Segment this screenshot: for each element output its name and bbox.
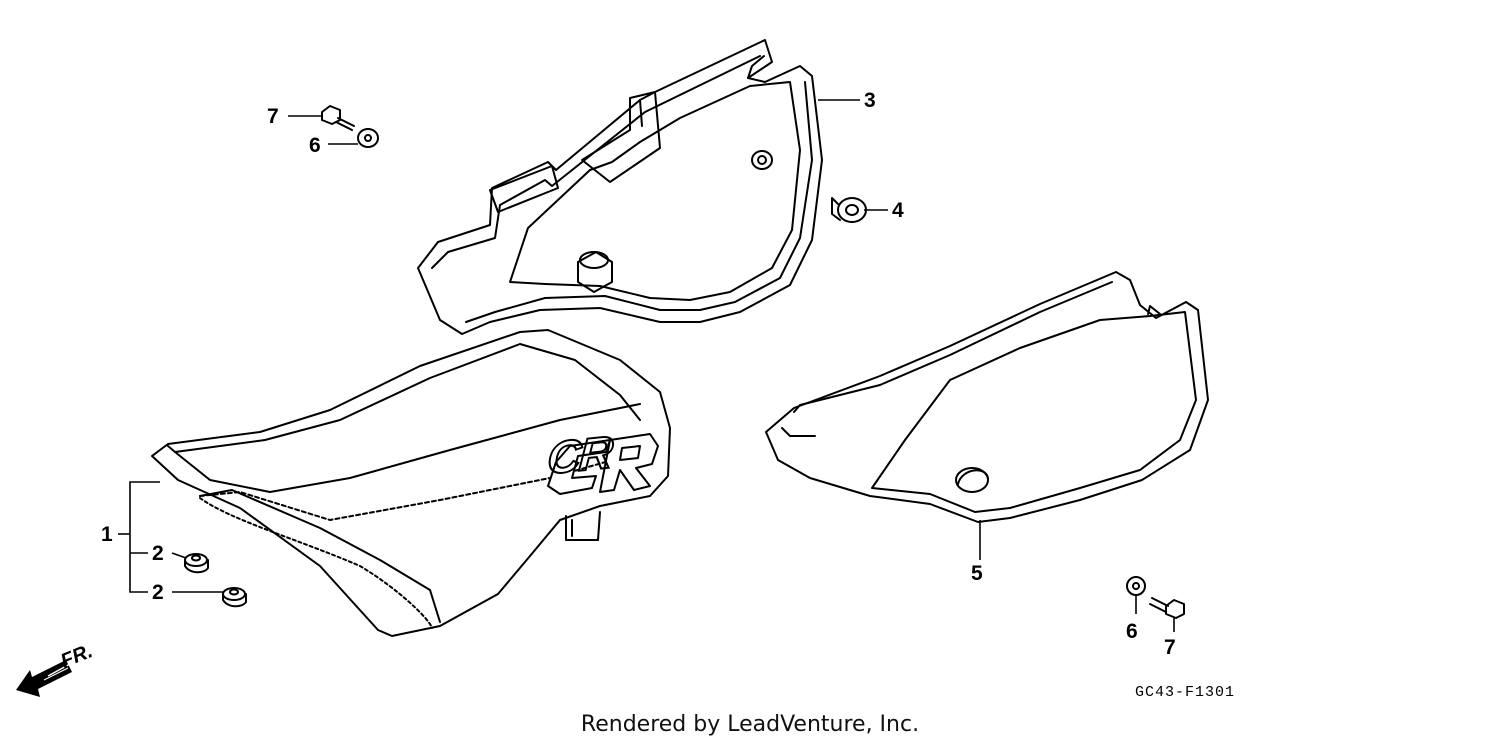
side-cover-right[interactable] bbox=[417, 39, 823, 335]
callout-2-lower: 2 bbox=[152, 581, 164, 604]
front-direction-arrow-icon bbox=[16, 660, 72, 697]
bolt-upper[interactable] bbox=[321, 105, 355, 131]
callout-7-lower: 7 bbox=[1164, 636, 1176, 659]
washer-upper[interactable] bbox=[357, 128, 379, 148]
bolt-lower[interactable] bbox=[1149, 597, 1185, 619]
callout-6-lower: 6 bbox=[1126, 620, 1138, 643]
leader-lines bbox=[118, 99, 1175, 632]
diagram-code: GC43-F1301 bbox=[1135, 684, 1235, 701]
seat-cushion-lower[interactable] bbox=[222, 587, 247, 608]
render-credit: Rendered by LeadVenture, Inc. bbox=[580, 712, 920, 737]
side-cover-left[interactable] bbox=[765, 271, 1209, 523]
washer-lower[interactable] bbox=[1126, 576, 1146, 596]
seat-cushion-upper[interactable] bbox=[184, 553, 209, 574]
front-direction-label: FR. bbox=[58, 640, 96, 672]
callout-3: 3 bbox=[864, 89, 876, 112]
callout-1: 1 bbox=[101, 523, 113, 546]
callout-7-upper: 7 bbox=[267, 105, 279, 128]
callout-6-upper: 6 bbox=[309, 134, 321, 157]
callout-5: 5 bbox=[971, 562, 983, 585]
callout-4: 4 bbox=[892, 199, 904, 222]
seat-logo: CR bbox=[545, 425, 614, 485]
grommet[interactable] bbox=[831, 197, 867, 223]
callout-2-upper: 2 bbox=[152, 542, 164, 565]
seat[interactable] bbox=[151, 329, 671, 637]
